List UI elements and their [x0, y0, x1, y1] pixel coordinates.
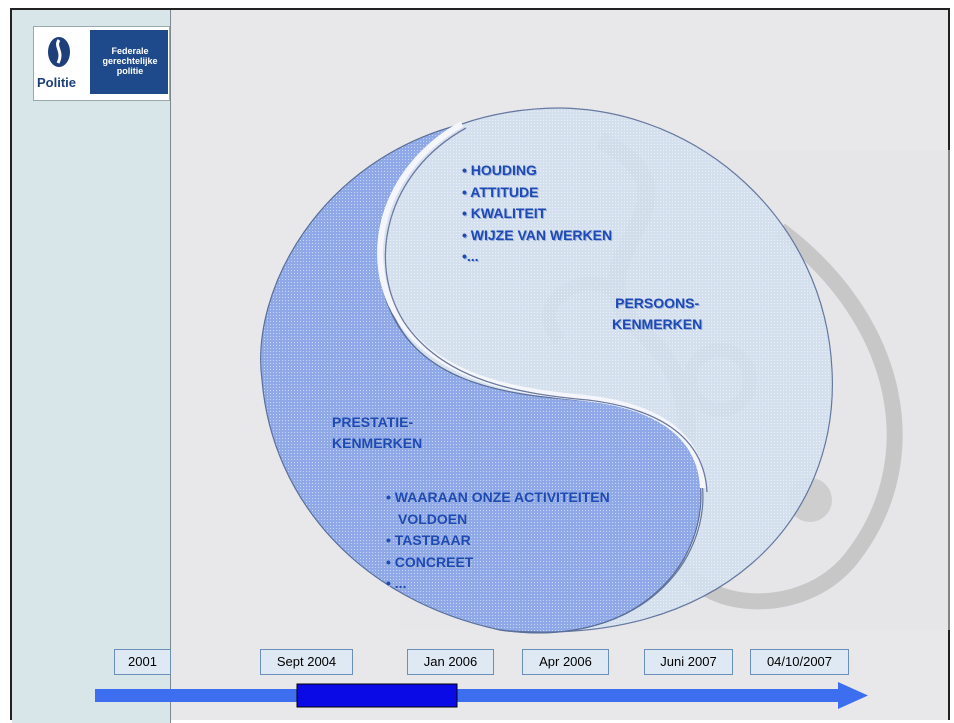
- list-item: • CONCREET: [386, 553, 474, 570]
- list-item: • TASTBAAR: [386, 532, 471, 548]
- timeline-highlight-bar: [296, 683, 458, 708]
- timeline-arrow: [95, 682, 868, 709]
- list-item: • KWALITEIT: [462, 205, 547, 221]
- list-item: • WIJZE VAN WERKEN: [462, 226, 613, 243]
- logo-politie-text: Politie: [37, 75, 77, 90]
- list-item: • WAARAAN ONZE ACTIVITEITEN: [386, 489, 610, 505]
- lower-half-shape: [260, 123, 702, 634]
- left-sidebar: [12, 10, 171, 723]
- timeline-date-2001: 2001: [114, 649, 171, 675]
- prestatiekenmerken-label: PRESTATIE- KENMERKEN: [332, 414, 423, 451]
- logo-federal-text: Federale gerechtelijke politie: [102, 46, 158, 76]
- flame-icon: [48, 37, 70, 67]
- lower-bullet-list: • WAARAAN ONZE ACTIVITEITEN VOLDOEN • TA…: [386, 487, 610, 595]
- timeline-date-04-10-2007: 04/10/2007: [750, 649, 849, 675]
- list-item: • HOUDING: [462, 162, 537, 178]
- list-item: VOLDOEN: [398, 510, 468, 527]
- timeline-date-jan-2006: Jan 2006: [407, 649, 494, 675]
- upper-half-shape: [378, 107, 833, 634]
- timeline-date-juni-2007: Juni 2007: [644, 649, 733, 675]
- persoonskenmerken-label: PERSOONS- KENMERKEN: [612, 295, 703, 332]
- upper-bullet-list: • HOUDING • ATTITUDE • KWALITEIT • WIJZE…: [462, 160, 612, 268]
- timeline-date-sept-2004: Sept 2004: [260, 649, 353, 675]
- list-item: • ATTITUDE: [462, 183, 539, 200]
- list-item: • ...: [386, 575, 407, 591]
- timeline-date-apr-2006: Apr 2006: [522, 649, 609, 675]
- logo-blue-panel: [90, 30, 168, 94]
- list-item: •...: [462, 248, 479, 264]
